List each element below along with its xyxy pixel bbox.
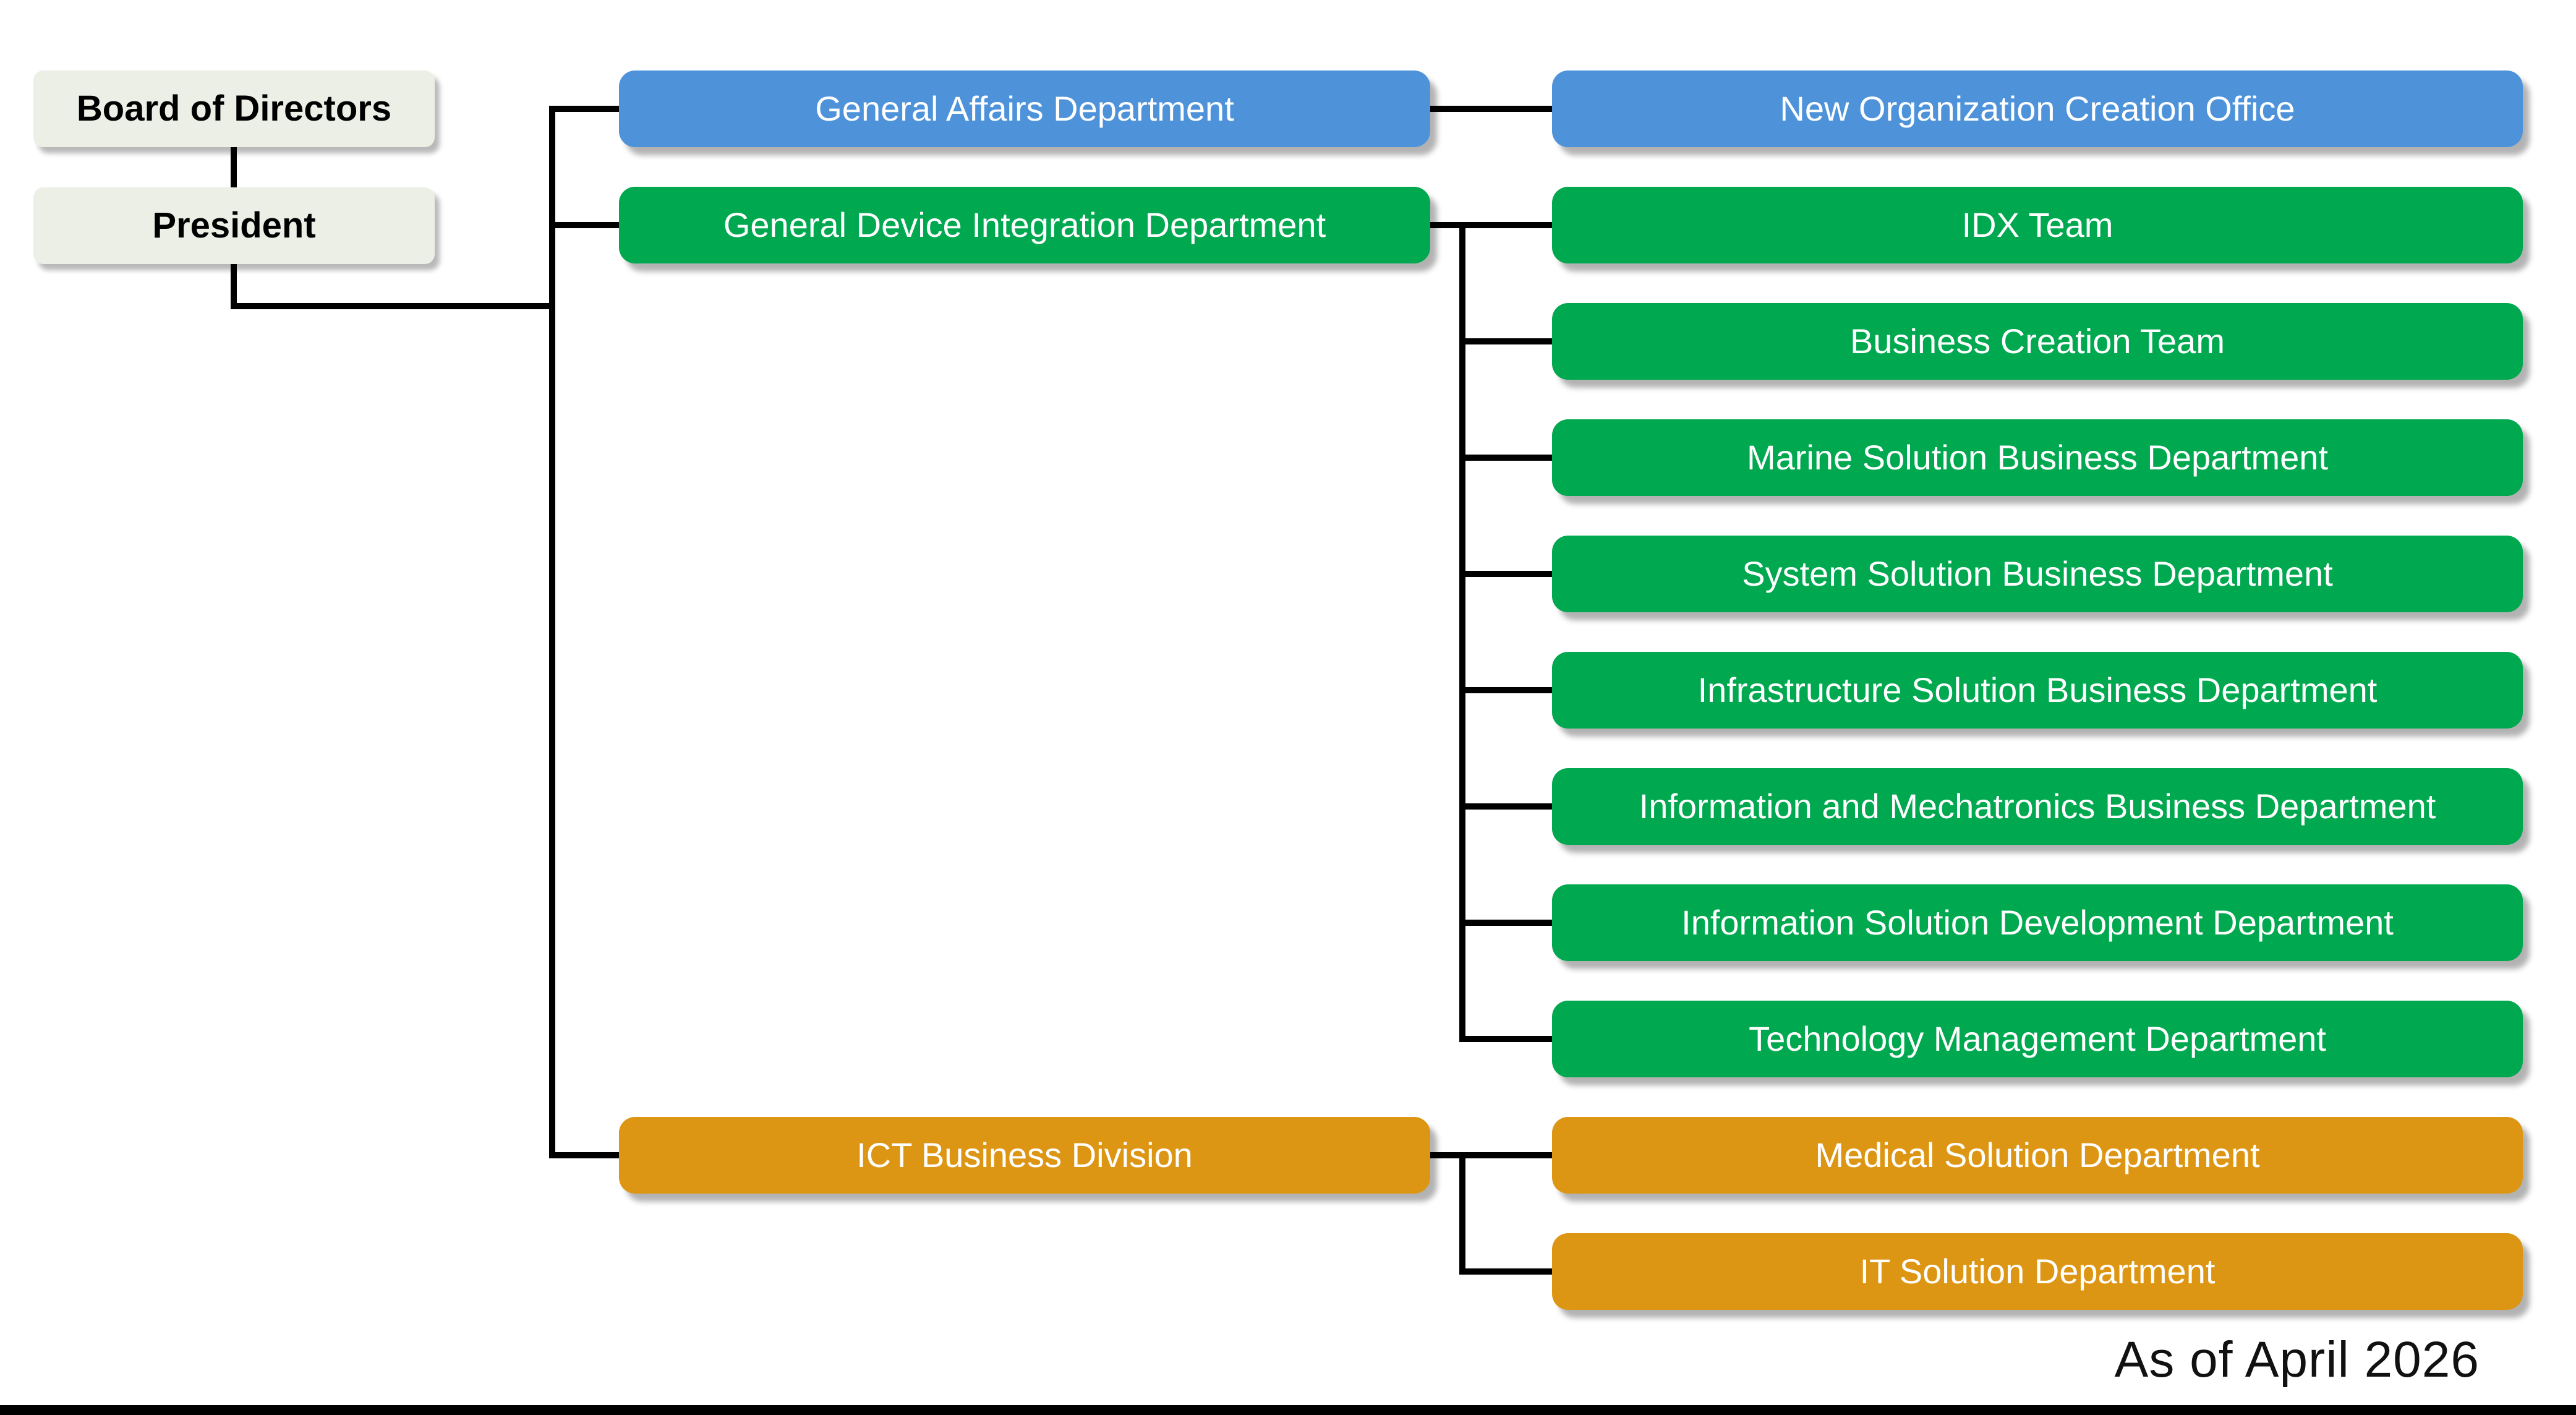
connector-green-spine xyxy=(1459,222,1465,1042)
node-technology-management-department: Technology Management Department xyxy=(1552,1001,2523,1077)
connector-stub-technology-management xyxy=(1459,1036,1552,1042)
connector-row1-link xyxy=(1430,106,1552,112)
connector-stub-information-solution-dev xyxy=(1459,920,1552,926)
node-it-solution-department: IT Solution Department xyxy=(1552,1233,2523,1310)
node-ict-business-division: ICT Business Division xyxy=(619,1117,1430,1194)
connector-president-drop xyxy=(231,264,237,309)
connector-stub-business-creation xyxy=(1459,338,1552,344)
connector-stub-information-mechatronics xyxy=(1459,803,1552,810)
connector-stub-ict-division xyxy=(555,1152,619,1158)
node-medical-solution-department: Medical Solution Department xyxy=(1552,1117,2523,1194)
connector-row2-link xyxy=(1430,222,1552,228)
connector-stub-system-solution xyxy=(1459,571,1552,577)
bottom-black-bar xyxy=(0,1405,2576,1415)
node-marine-solution-business-department: Marine Solution Business Department xyxy=(1552,419,2523,496)
node-general-device-integration-department: General Device Integration Department xyxy=(619,187,1430,263)
node-idx-team: IDX Team xyxy=(1552,187,2523,263)
connector-stub-marine-solution xyxy=(1459,455,1552,461)
as-of-date-label: As of April 2026 xyxy=(2114,1332,2480,1388)
connector-stub-general-affairs xyxy=(555,106,619,112)
node-information-and-mechatronics-business-department: Information and Mechatronics Business De… xyxy=(1552,768,2523,845)
node-new-organization-creation-office: New Organization Creation Office xyxy=(1552,71,2523,147)
connector-orange-spine xyxy=(1459,1152,1465,1275)
connector-president-elbow xyxy=(231,303,555,309)
node-information-solution-development-department: Information Solution Development Departm… xyxy=(1552,884,2523,961)
connector-stub-general-device xyxy=(555,222,619,228)
node-general-affairs-department: General Affairs Department xyxy=(619,71,1430,147)
connector-stub-infrastructure-solution xyxy=(1459,687,1552,693)
connector-stub-it-solution xyxy=(1459,1268,1552,1275)
connector-row10-link xyxy=(1430,1152,1552,1158)
connector-board-to-president xyxy=(231,147,237,187)
node-infrastructure-solution-business-department: Infrastructure Solution Business Departm… xyxy=(1552,652,2523,729)
node-president: President xyxy=(33,187,435,264)
node-business-creation-team: Business Creation Team xyxy=(1552,303,2523,380)
connector-main-spine xyxy=(549,106,555,1158)
node-board-of-directors: Board of Directors xyxy=(33,71,435,147)
node-system-solution-business-department: System Solution Business Department xyxy=(1552,536,2523,612)
